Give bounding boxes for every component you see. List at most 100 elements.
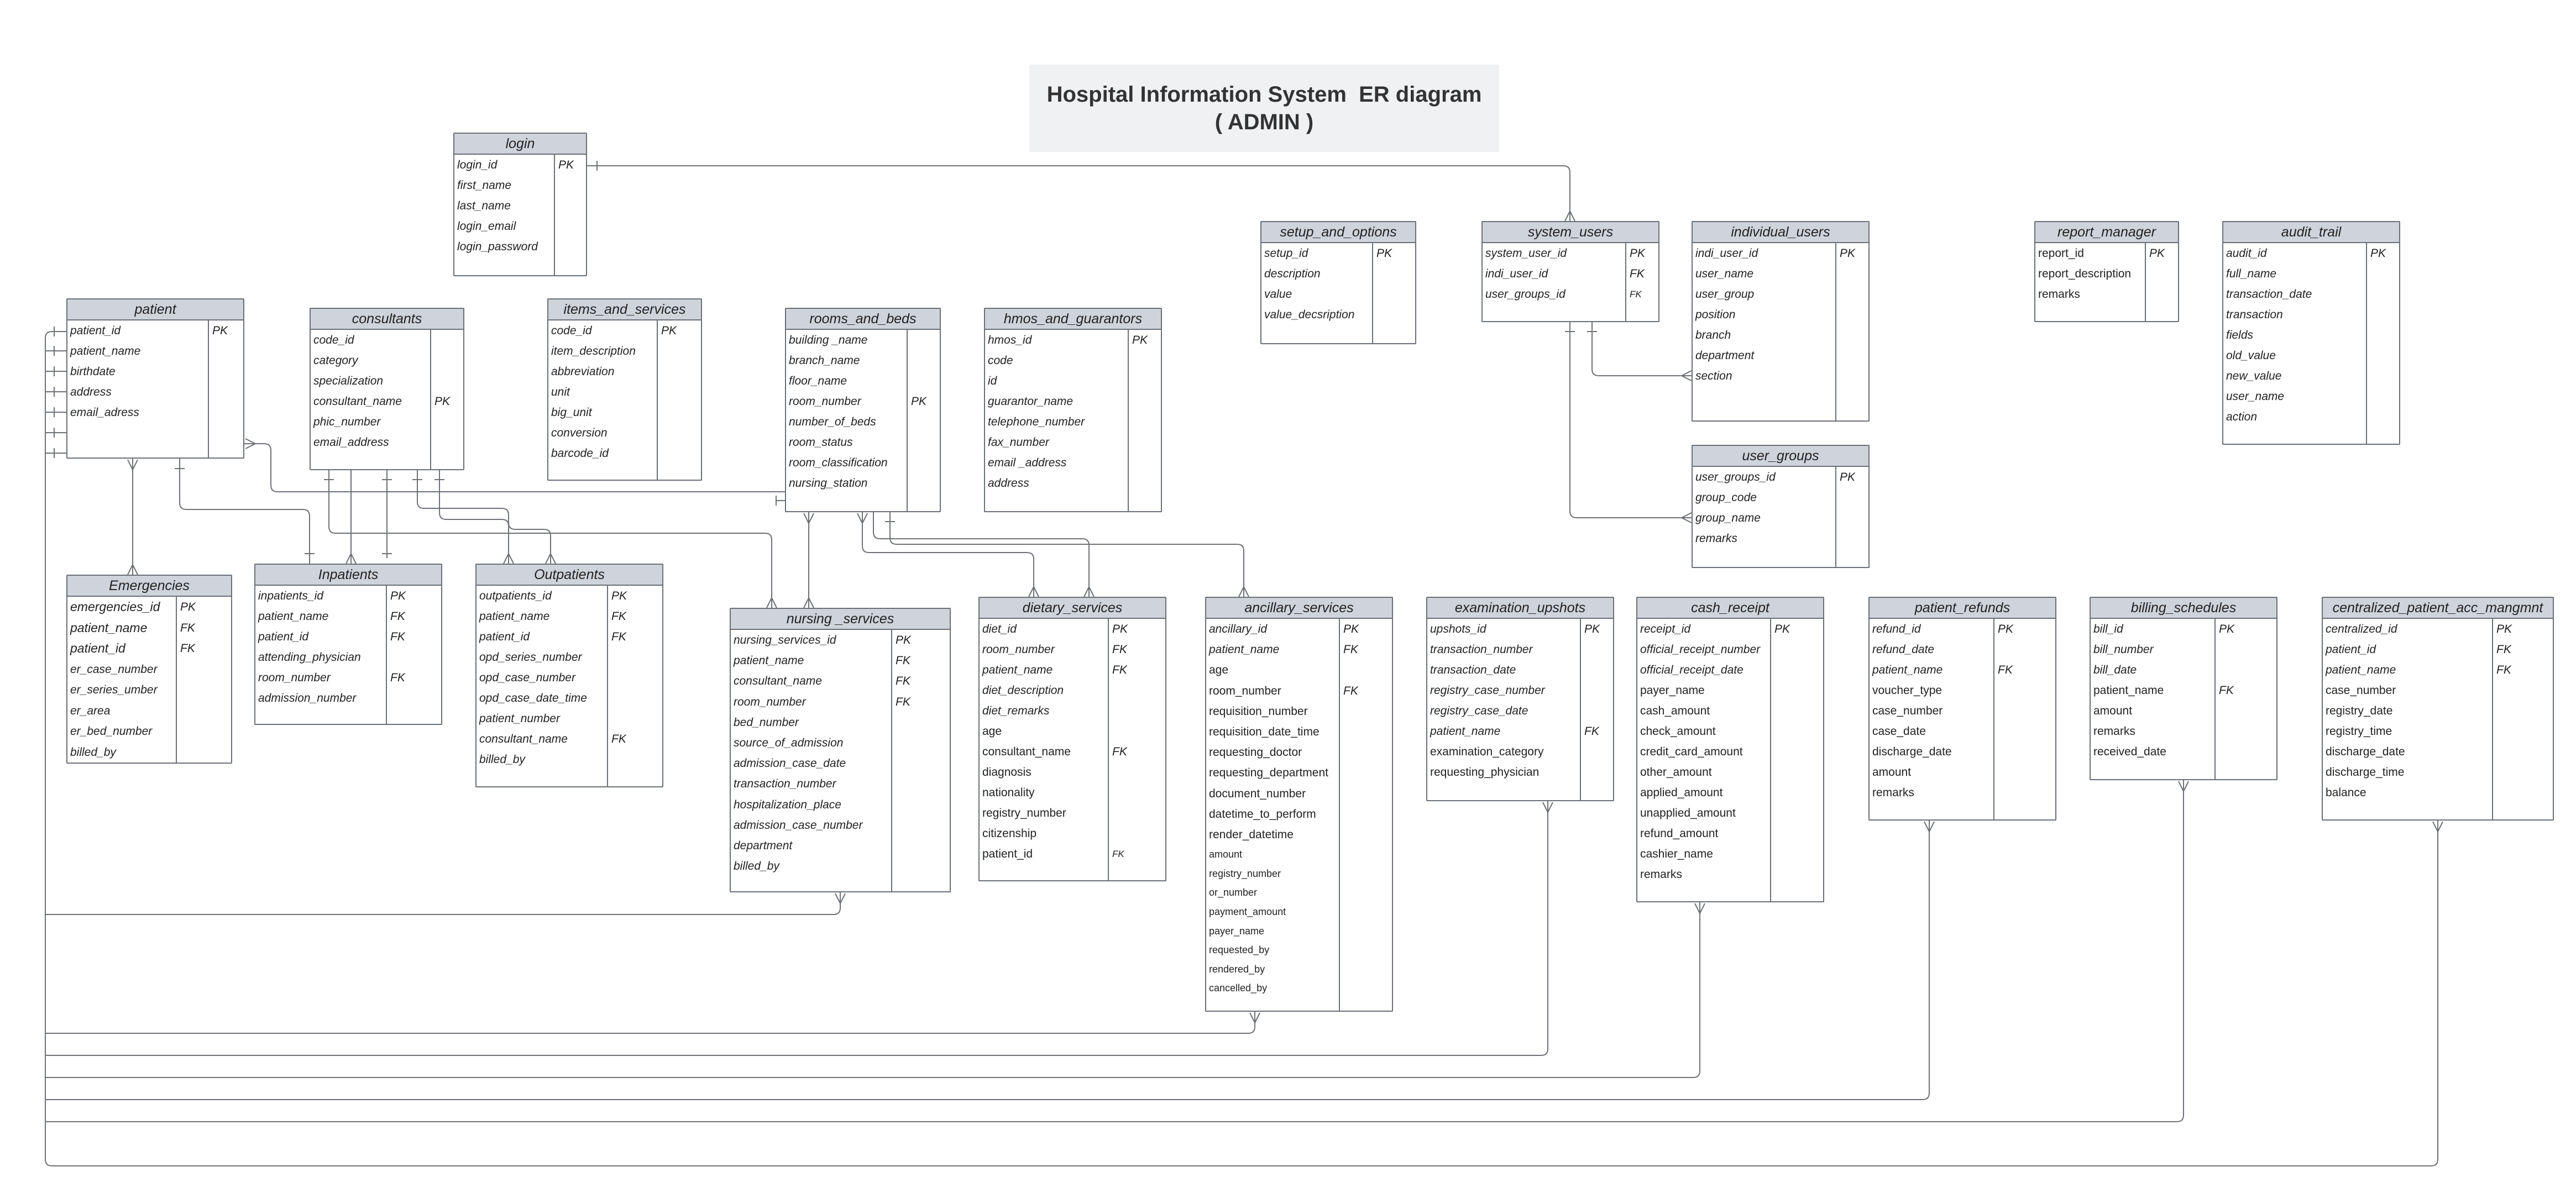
key-column-divider — [657, 319, 658, 480]
primary-key-marker: PK — [1132, 334, 1148, 346]
field-row: user_name — [2223, 386, 2399, 407]
key-column-divider — [1580, 618, 1581, 800]
field-name: id — [988, 375, 997, 387]
primary-key-marker: PK — [1840, 471, 1856, 483]
field-name: address — [988, 477, 1029, 490]
field-row: opd_case_number — [477, 667, 662, 688]
field-row: official_receipt_date — [1637, 660, 1823, 680]
field-name: transaction_date — [2226, 288, 2312, 301]
field-row: registry_time — [2323, 721, 2553, 742]
field-row: big_unit — [548, 402, 701, 423]
field-row: rendered_by — [1206, 960, 1392, 979]
field-name: phic_number — [313, 416, 381, 428]
many-marker — [1542, 802, 1553, 814]
field-row: patient_number — [477, 708, 662, 729]
field-row: floor_name — [786, 371, 940, 391]
many-marker — [1680, 512, 1692, 523]
field-row: branch — [1693, 325, 1868, 345]
field-row: check_amount — [1637, 721, 1823, 742]
field-row: payer_name — [1637, 680, 1823, 701]
field-row: voucher_type — [1870, 680, 2055, 701]
field-row: user_group — [1693, 284, 1868, 304]
entity-header: billing_schedules — [2091, 598, 2276, 619]
field-row: cash_amount — [1637, 701, 1823, 721]
key-column-divider — [1372, 242, 1373, 343]
field-row: nationality — [980, 782, 1165, 803]
field-row: bill_number — [2091, 639, 2276, 660]
field-row: applied_amount — [1637, 782, 1823, 803]
field-row: requested_by — [1206, 940, 1392, 960]
field-name: bill_date — [2093, 664, 2137, 676]
field-row: cancelled_by — [1206, 979, 1392, 998]
key-column-divider — [2366, 242, 2367, 444]
field-row: er_series_umber — [67, 680, 231, 701]
field-name: report_id — [2038, 247, 2084, 260]
field-name: department — [734, 839, 793, 852]
field-name: upshots_id — [1430, 623, 1486, 635]
entity-header: centralized_patient_acc_mangmnt — [2323, 598, 2553, 619]
field-row: report_description — [2035, 264, 2178, 284]
field-row: discharge_time — [2323, 762, 2553, 782]
many-marker — [2432, 821, 2443, 833]
field-row: value_decsription — [1261, 304, 1415, 325]
field-name: patient_name — [2093, 684, 2164, 697]
entity-header: individual_users — [1693, 222, 1868, 243]
foreign-key-marker: FK — [1112, 849, 1124, 859]
field-row: diagnosis — [980, 762, 1165, 782]
key-column-divider — [2214, 618, 2216, 779]
field-name: hmos_id — [988, 334, 1032, 346]
many-marker — [803, 596, 814, 608]
field-row: billed_by — [67, 742, 231, 763]
field-name: amount — [2093, 705, 2133, 717]
field-name: consultant_name — [313, 395, 402, 408]
field-name: new_value — [2226, 370, 2282, 382]
field-row: admission_case_number — [731, 815, 950, 835]
field-name: transaction — [2226, 308, 2283, 321]
field-name: group_code — [1695, 491, 1757, 504]
field-name: first_name — [457, 179, 512, 192]
field-name: barcode_id — [551, 447, 609, 460]
entity-header: report_manager — [2035, 222, 2178, 243]
field-name: payment_amount — [1209, 906, 1286, 917]
field-row: other_amount — [1637, 762, 1823, 782]
field-name: building _name — [789, 334, 868, 346]
field-name: fax_number — [988, 436, 1049, 449]
field-row: building _name — [786, 330, 940, 350]
field-row: unit — [548, 382, 701, 402]
field-name: floor_name — [789, 375, 847, 387]
field-row: cashier_name — [1637, 844, 1823, 864]
field-name: old_value — [2226, 349, 2276, 362]
field-name: guarantor_name — [988, 395, 1074, 408]
field-name: user_groups_id — [1695, 471, 1776, 483]
field-row: examination_category — [1427, 742, 1613, 762]
entity-header: dietary_services — [980, 598, 1165, 619]
field-row: requisition_date_time — [1206, 722, 1392, 742]
foreign-key-marker: FK — [896, 675, 910, 688]
field-row: login_password — [454, 236, 586, 257]
field-name: patient_name — [982, 664, 1053, 676]
field-row: er_area — [67, 701, 231, 722]
field-row: telephone_number — [985, 412, 1161, 432]
key-column-divider — [1339, 618, 1340, 1011]
foreign-key-marker: FK — [611, 610, 626, 623]
field-row: payer_name — [1206, 922, 1392, 941]
foreign-key-marker: FK — [2219, 684, 2234, 697]
many-marker — [1680, 370, 1692, 381]
diagram-title-box: Hospital Information System ER diagram (… — [1029, 65, 1499, 152]
field-row: guarantor_name — [985, 391, 1161, 412]
field-name: remarks — [1640, 868, 1682, 881]
field-row: transaction_date — [2223, 284, 2399, 304]
field-row: amount — [1206, 845, 1392, 864]
field-row: case_number — [2323, 680, 2553, 701]
